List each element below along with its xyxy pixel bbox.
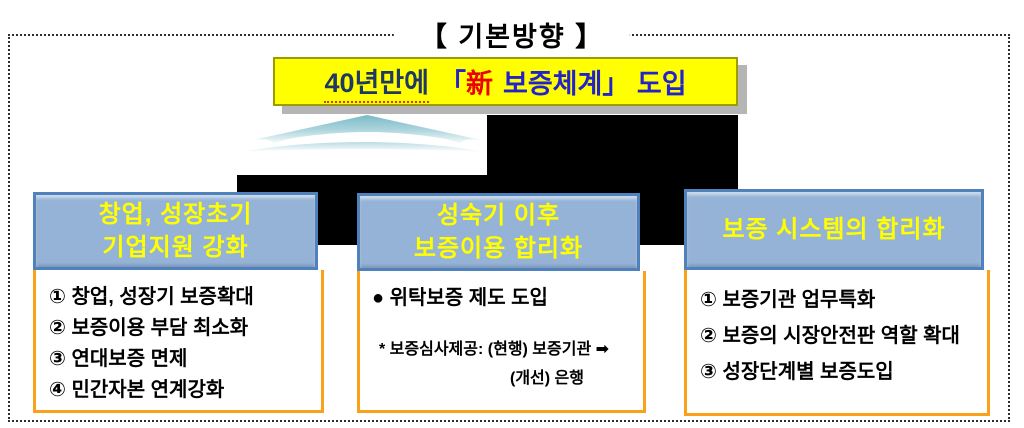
list-item: ① 보증기관 업무특화 [700, 289, 876, 311]
box2-header-line2: 보증이용 합리화 [413, 235, 584, 262]
box1-header-line2: 기업지원 강화 [102, 234, 249, 261]
box-system-rationalization: 보증 시스템의 합리화 ① 보증기관 업무특화 ② 보증의 시장안전판 역할 확… [684, 189, 990, 416]
figure-title: 【 기본방향 】 [393, 15, 631, 54]
box-maturity-rationalization: 성숙기 이후 보증이용 합리화 ● 위탁보증 제도 도입 * 보증심사제공: (… [357, 193, 646, 413]
banner-open-bracket: 「 [439, 69, 466, 99]
teal-arrow-icon [240, 115, 486, 152]
list-item: ③ 성장단계별 보증도입 [700, 361, 894, 383]
banner-text-prefix: 40년만에 [324, 61, 429, 103]
list-item: ④ 민간자본 연계강화 [49, 379, 225, 401]
headline-banner: 40년만에 「 新 보증체계」 도입 [273, 57, 738, 106]
bullet-item: ● 위탁보증 제도 도입 [372, 287, 548, 309]
box3-header: 보증 시스템의 합리화 [684, 189, 984, 270]
box2-header: 성숙기 이후 보증이용 합리화 [357, 193, 640, 271]
box3-header-line1: 보증 시스템의 합리화 [722, 216, 946, 243]
box3-body: ① 보증기관 업무특화 ② 보증의 시장안전판 역할 확대 ③ 성장단계별 보증… [684, 270, 990, 416]
box2-header-line1: 성숙기 이후 [436, 202, 561, 229]
list-item: ② 보증의 시장안전판 역할 확대 [700, 325, 960, 347]
box1-header: 창업, 성장초기 기업지원 강화 [33, 192, 318, 270]
footnote-line2: (개선) 은행 [510, 370, 584, 387]
list-item: ① 창업, 성장기 보증확대 [49, 286, 254, 308]
footnote-line1: * 보증심사제공: (현행) 보증기관 ➡ [379, 341, 610, 358]
banner-text-suffix: 보증체계」 도입 [503, 69, 687, 99]
box1-header-line1: 창업, 성장초기 [98, 201, 253, 228]
banner-new-character: 新 [466, 69, 493, 99]
box-startup-support: 창업, 성장초기 기업지원 강화 ① 창업, 성장기 보증확대 ② 보증이용 부… [33, 192, 324, 413]
footnote: * 보증심사제공: (현행) 보증기관 ➡ (개선) 은행 [372, 335, 643, 393]
list-item: ② 보증이용 부담 최소화 [49, 317, 249, 339]
box1-body: ① 창업, 성장기 보증확대 ② 보증이용 부담 최소화 ③ 연대보증 면제 ④… [33, 270, 324, 413]
box2-body: ● 위탁보증 제도 도입 * 보증심사제공: (현행) 보증기관 ➡ (개선) … [357, 271, 646, 413]
black-connector-block [487, 115, 738, 177]
list-item: ③ 연대보증 면제 [49, 348, 188, 370]
